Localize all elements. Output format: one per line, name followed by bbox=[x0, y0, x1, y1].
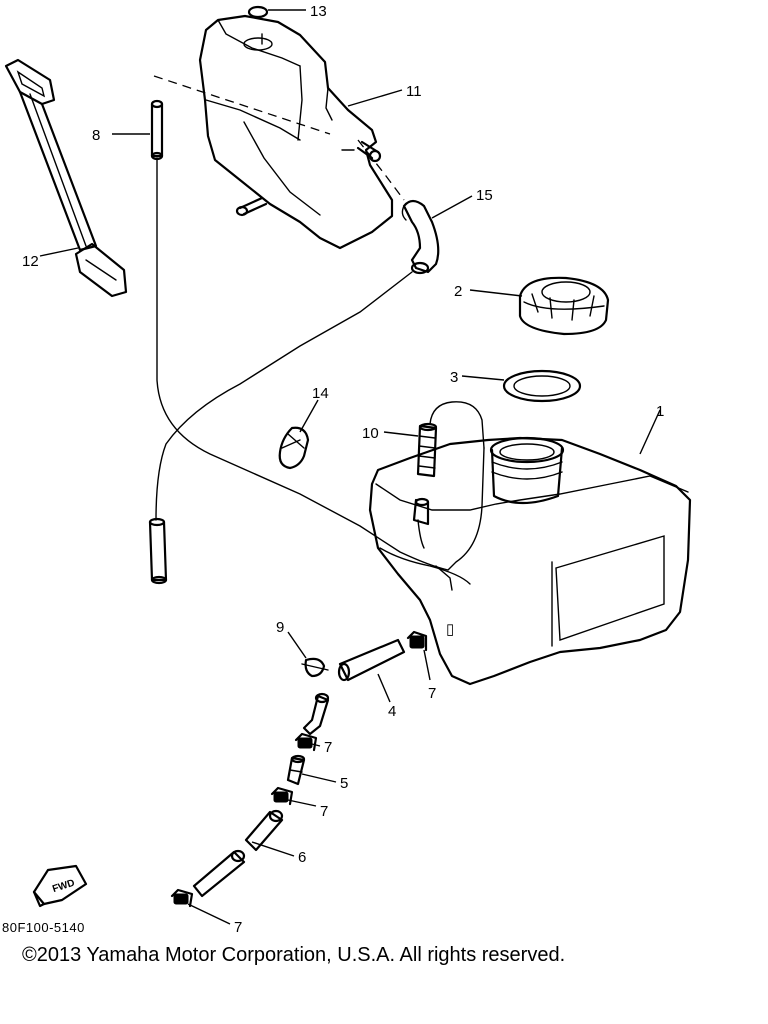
callout-7b: 7 bbox=[324, 739, 332, 756]
part-3-gasket[interactable] bbox=[502, 369, 582, 403]
callout-7c: 7 bbox=[320, 803, 328, 820]
hose-routing-lines bbox=[153, 75, 485, 571]
part-4-fuel-hose[interactable] bbox=[302, 638, 406, 736]
part-6-fuel-hose[interactable] bbox=[192, 809, 284, 898]
callout-labels: 13 11 8 12 15 2 3 14 10 1 9 4 7 7 5 7 6 … bbox=[22, 3, 664, 936]
part-11-sub-tank[interactable] bbox=[198, 14, 394, 250]
callout-7d: 7 bbox=[234, 919, 242, 936]
callout-2: 2 bbox=[454, 283, 462, 300]
callout-5: 5 bbox=[340, 775, 348, 792]
part-8-hose[interactable] bbox=[150, 99, 164, 161]
callout-3: 3 bbox=[450, 369, 458, 386]
callout-11: 11 bbox=[406, 83, 422, 100]
part-13-cap[interactable] bbox=[247, 5, 269, 19]
forward-arrow-icon: FWD bbox=[32, 864, 88, 908]
part-2-filler-cap[interactable] bbox=[518, 276, 610, 336]
callout-13: 13 bbox=[310, 3, 327, 20]
part-9-hose-clip[interactable] bbox=[301, 657, 329, 678]
part-5-joint[interactable] bbox=[286, 754, 306, 786]
part-7-clamp-c[interactable] bbox=[270, 786, 294, 806]
callout-15: 15 bbox=[476, 187, 493, 204]
part-7-clamp-b[interactable] bbox=[294, 732, 318, 752]
part-8-lower-hose[interactable] bbox=[148, 517, 168, 585]
callout-7a: 7 bbox=[428, 685, 436, 702]
part-12-strap[interactable] bbox=[4, 58, 128, 298]
callout-9: 9 bbox=[276, 619, 284, 636]
callout-14: 14 bbox=[312, 385, 329, 402]
part-10-breather-hose[interactable] bbox=[416, 401, 485, 478]
part-7-clamp-a[interactable] bbox=[406, 630, 428, 652]
fuel-tank-exploded-diagram: ▯ bbox=[2, 3, 692, 936]
callout-10: 10 bbox=[362, 425, 379, 442]
callout-1: 1 bbox=[656, 403, 664, 420]
part-15-elbow-hose[interactable] bbox=[401, 199, 440, 275]
part-1-fuel-tank[interactable]: ▯ bbox=[368, 436, 692, 686]
callout-leaders bbox=[39, 9, 661, 925]
callout-6: 6 bbox=[298, 849, 306, 866]
callout-12: 12 bbox=[22, 253, 39, 270]
callout-8: 8 bbox=[92, 127, 100, 144]
part-14-clip[interactable] bbox=[278, 426, 310, 470]
diagram-code: 80F100-5140 bbox=[2, 920, 85, 935]
copyright-notice: ©2013 Yamaha Motor Corporation, U.S.A. A… bbox=[22, 944, 566, 966]
part-7-clamp-d[interactable] bbox=[170, 888, 194, 908]
svg-text:▯: ▯ bbox=[446, 621, 454, 638]
callout-4: 4 bbox=[388, 703, 396, 720]
